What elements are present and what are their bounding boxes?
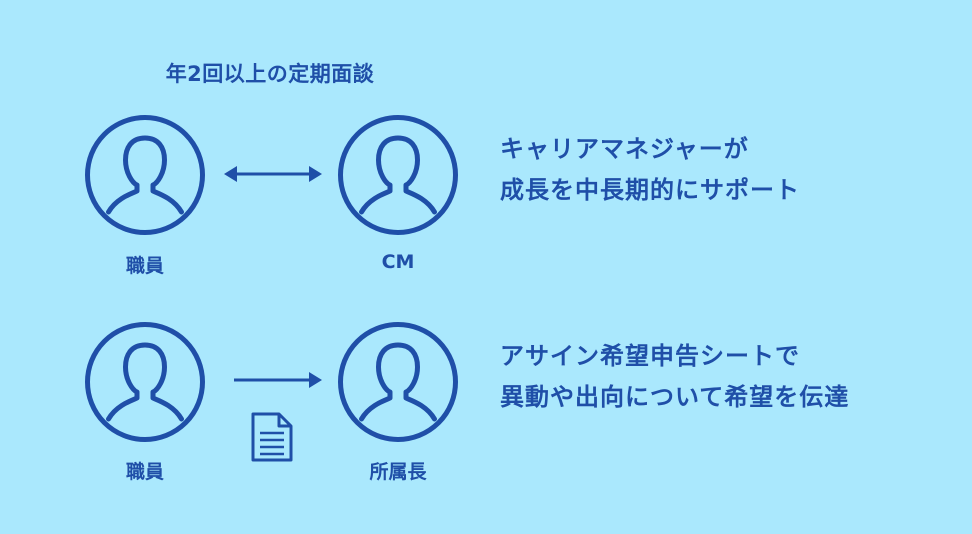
cm-description-line2: 成長を中長期的にサポート	[500, 176, 800, 204]
cm-avatar-icon	[337, 114, 459, 236]
double-arrow-icon	[224, 166, 322, 182]
document-icon	[251, 412, 293, 462]
staff-label: 職員	[125, 255, 164, 277]
manager-avatar-icon	[337, 321, 459, 443]
staff-avatar-icon	[84, 114, 206, 236]
right-arrow-icon	[234, 372, 322, 388]
cm-label: CM	[381, 251, 415, 273]
staff-avatar-icon	[84, 321, 206, 443]
manager-label: 所属長	[369, 461, 427, 483]
manager-description-line1: アサイン希望申告シートで	[500, 342, 800, 370]
manager-description: アサイン希望申告シートで 異動や出向について希望を伝達	[500, 336, 849, 418]
staff-label: 職員	[125, 461, 164, 483]
interview-title: 年2回以上の定期面談	[165, 62, 375, 86]
cm-description-line1: キャリアマネジャーが	[500, 135, 749, 163]
manager-description-line2: 異動や出向について希望を伝達	[500, 383, 850, 411]
cm-description: キャリアマネジャーが 成長を中長期的にサポート	[500, 129, 800, 211]
